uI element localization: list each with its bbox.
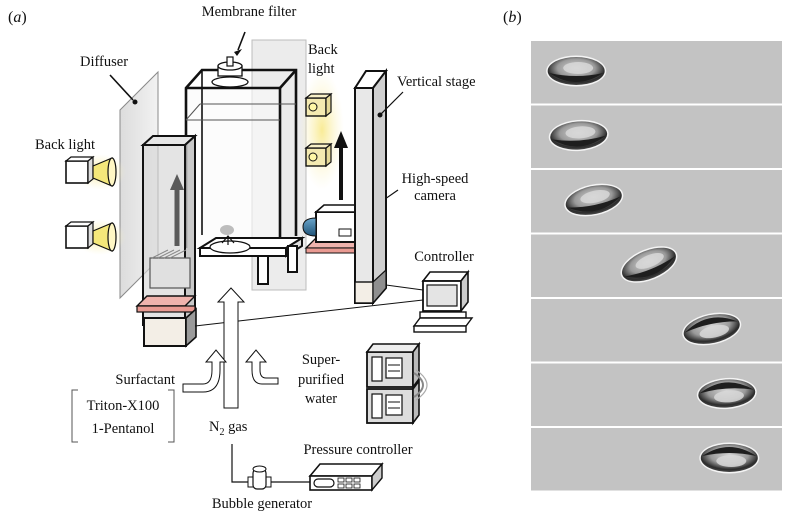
controller-computer — [412, 269, 474, 333]
label-triton-x100: Triton-X100 — [87, 398, 160, 414]
camera-motion-arrow — [334, 131, 348, 200]
label-water-3: water — [305, 391, 337, 407]
tank-platform — [196, 225, 306, 285]
label-bubble-generator: Bubble generator — [212, 496, 312, 512]
vertical-stage-left — [135, 133, 198, 348]
panel-b: (b) — [503, 9, 782, 491]
label-pressure-controller: Pressure controller — [303, 442, 412, 458]
label-surfactant: Surfactant — [115, 372, 175, 388]
panel-a: (a) — [8, 4, 476, 512]
bubble — [620, 246, 678, 283]
bubble — [699, 442, 760, 474]
pressure-controller — [308, 462, 384, 492]
bubble-generator — [247, 465, 272, 490]
back-light-right-bottom — [304, 142, 333, 168]
vertical-stage-right — [353, 68, 404, 306]
label-1-pentanol: 1-Pentanol — [92, 421, 155, 437]
label-back-light-left: Back light — [35, 137, 95, 153]
cable-right-stage — [385, 284, 424, 291]
back-light-right-top — [304, 92, 333, 118]
n2-gas-arrow — [216, 287, 246, 409]
bubble — [546, 55, 607, 87]
label-high-speed-camera-2: camera — [414, 188, 456, 204]
water-purifier — [365, 341, 428, 426]
label-vertical-stage: Vertical stage — [397, 74, 476, 90]
bubble-frame-sequence — [531, 41, 782, 491]
label-back-light-top-2: light — [308, 61, 335, 77]
diffuser-pointer — [109, 74, 134, 101]
surfactant-options-bracket — [71, 389, 175, 443]
bubble — [682, 312, 742, 346]
label-water-2: purified — [298, 372, 345, 388]
back-light-left-bottom — [64, 219, 126, 255]
diffuser-pointer-dot — [132, 99, 138, 105]
label-controller: Controller — [414, 249, 474, 265]
water-tank — [184, 68, 298, 250]
label-membrane-filter: Membrane filter — [202, 4, 297, 20]
label-back-light-top-1: Back — [308, 42, 339, 58]
surfactant-arrow — [182, 349, 228, 393]
panel-a-label: (a) — [8, 9, 27, 26]
bubble — [548, 119, 609, 152]
label-n2-gas: N2 gas — [209, 419, 248, 438]
gas-line — [231, 444, 310, 483]
membrane-filter — [211, 31, 249, 88]
water-arrow — [244, 349, 279, 385]
back-light-left-top — [64, 154, 126, 190]
bubble — [564, 183, 624, 217]
bubble — [696, 377, 757, 410]
label-diffuser: Diffuser — [80, 54, 128, 70]
camera-frame — [531, 299, 782, 362]
panel-b-label: (b) — [503, 9, 522, 26]
label-high-speed-camera-1: High-speed — [402, 171, 470, 187]
label-water-1: Super- — [302, 352, 341, 368]
